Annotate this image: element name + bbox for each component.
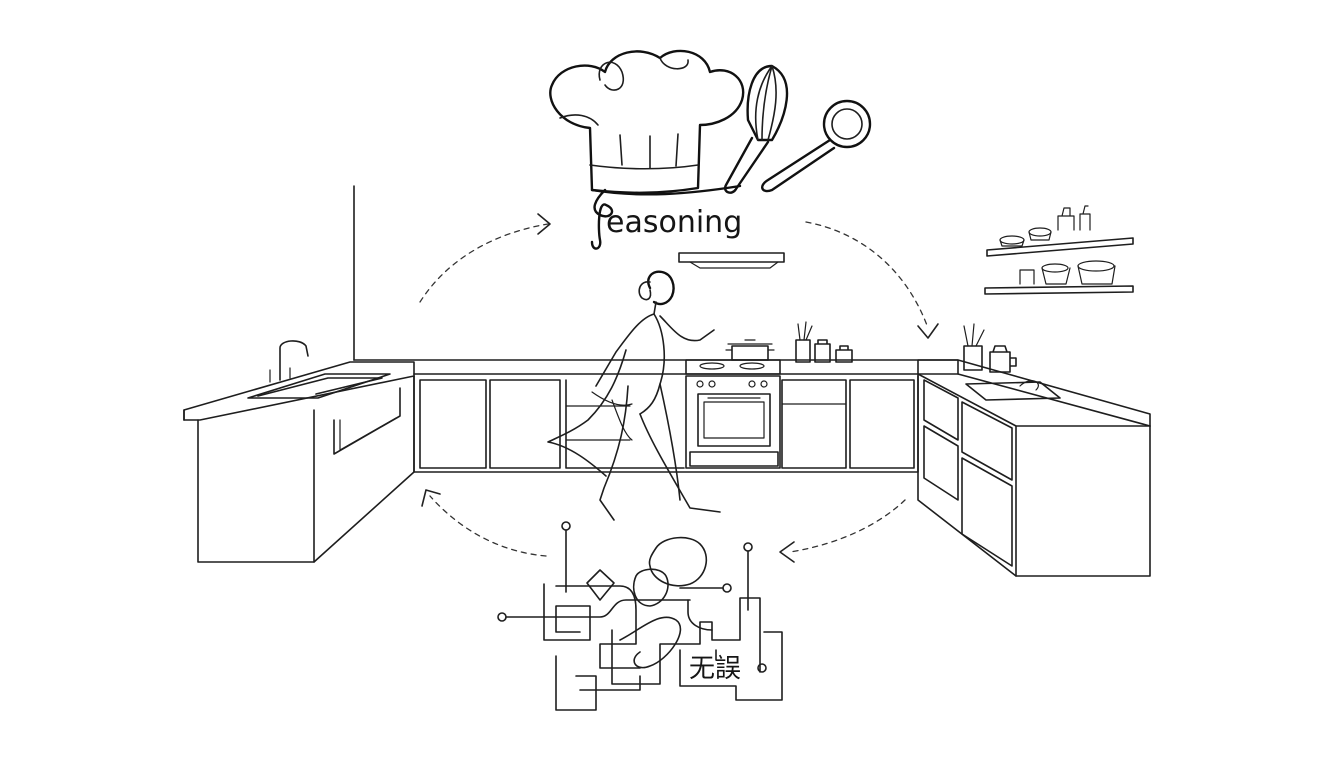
whisk-icon xyxy=(723,64,789,194)
kitchen-counters xyxy=(183,321,1151,577)
cycle-arrows xyxy=(419,213,939,563)
bottom-label: 无誤 xyxy=(689,654,741,684)
woman-walking-figure xyxy=(547,270,721,521)
seasoning-label: easoning xyxy=(606,205,742,240)
ladle-icon xyxy=(761,99,872,193)
circuit-tangle-icon xyxy=(497,521,783,711)
chef-hat-icon xyxy=(549,49,745,194)
range-hood xyxy=(678,252,785,269)
wall-shelves xyxy=(984,205,1134,295)
